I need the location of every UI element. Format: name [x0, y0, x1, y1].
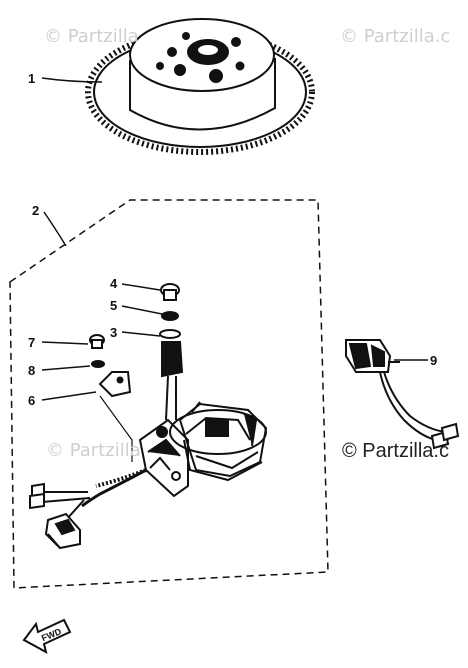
leader-3 [121, 331, 161, 337]
small-screw-part [89, 334, 105, 349]
screw-part [160, 283, 180, 301]
watermark-mid-right: © Partzilla.c [342, 440, 449, 462]
coil-part [159, 329, 184, 421]
leader-6 [41, 391, 97, 401]
callout-2: 2 [32, 203, 40, 218]
watermark-top-right: © Partzilla.c [340, 26, 451, 47]
leader-1 [41, 77, 103, 83]
leader-4 [121, 283, 161, 291]
leader-5 [121, 305, 163, 315]
flywheel [85, 18, 315, 155]
connector-wires [379, 371, 460, 450]
callout-9: 9 [430, 353, 438, 368]
leader-7 [41, 341, 89, 345]
connector-part [345, 339, 400, 373]
assembly-boundary [9, 199, 329, 589]
fwd-arrow [22, 618, 72, 654]
left-connector [44, 512, 81, 550]
leader-2 [43, 211, 67, 247]
callout-5: 5 [110, 298, 118, 313]
wire-harness [40, 468, 147, 521]
terminals [29, 482, 45, 510]
stator-base [169, 401, 268, 482]
watermark-top-left: © Partzilla [44, 26, 139, 47]
pulser-coil [138, 418, 189, 498]
clip-part [98, 371, 132, 398]
watermark-mid-left: © Partzilla [46, 440, 141, 461]
callout-3: 3 [110, 325, 118, 340]
callout-7: 7 [28, 335, 36, 350]
small-washer-part [91, 360, 105, 368]
washer-part [161, 311, 179, 321]
leader-6b [99, 395, 133, 462]
callout-6: 6 [28, 393, 36, 408]
callout-8: 8 [28, 363, 36, 378]
leader-8 [41, 365, 91, 371]
callout-4: 4 [110, 276, 118, 291]
callout-1: 1 [28, 71, 36, 86]
